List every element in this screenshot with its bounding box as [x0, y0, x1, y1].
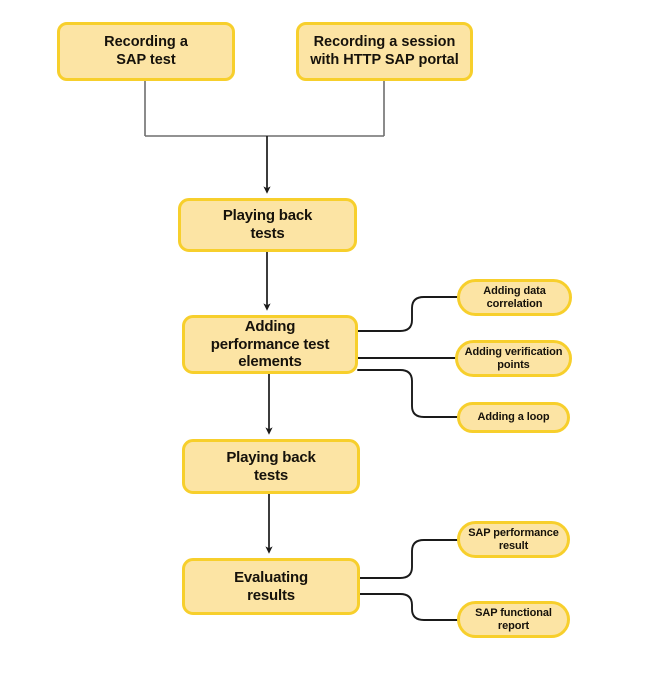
node-label: Adding a loop	[477, 411, 550, 424]
node-adding-performance-test-elements[interactable]: Adding performance test elements	[182, 315, 358, 374]
node-adding-data-correlation[interactable]: Adding data correlation	[457, 279, 572, 316]
node-sap-functional-report[interactable]: SAP functional report	[457, 601, 570, 638]
connector-adding-elements-to-adding-a-loop	[357, 369, 458, 418]
node-adding-verification-points[interactable]: Adding verification points	[455, 340, 572, 377]
node-sap-performance-result[interactable]: SAP performance result	[457, 521, 570, 558]
node-label: SAP performance result	[468, 526, 559, 552]
node-adding-a-loop[interactable]: Adding a loop	[457, 402, 570, 433]
node-label: Adding verification points	[464, 345, 563, 371]
node-label: Playing back tests	[222, 207, 313, 242]
node-evaluating-results[interactable]: Evaluating results	[182, 558, 360, 615]
node-playing-back-tests-1[interactable]: Playing back tests	[178, 198, 357, 252]
node-label: Evaluating results	[234, 568, 308, 604]
node-label: Adding performance test elements	[210, 317, 330, 371]
connector-evaluating-results-to-sap-functional-report	[359, 593, 458, 621]
node-label: Recording a SAP test	[104, 34, 188, 68]
node-label: Playing back tests	[226, 448, 316, 484]
connector-evaluating-results-to-sap-performance-result	[359, 539, 458, 579]
node-playing-back-tests-2[interactable]: Playing back tests	[182, 439, 360, 494]
connector-adding-elements-to-data-correlation	[357, 296, 458, 332]
node-recording-sap-test[interactable]: Recording a SAP test	[57, 22, 235, 81]
node-label: Adding data correlation	[483, 284, 546, 310]
node-recording-http-portal[interactable]: Recording a session with HTTP SAP portal	[296, 22, 473, 81]
node-label: SAP functional report	[475, 606, 552, 632]
node-label: Recording a session with HTTP SAP portal	[310, 34, 459, 68]
